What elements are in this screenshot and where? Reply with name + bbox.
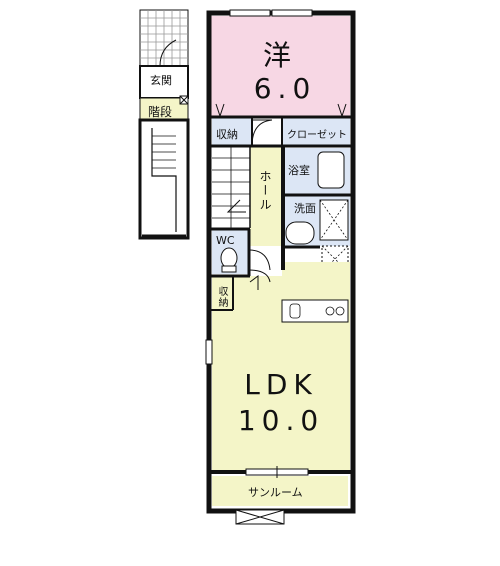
western-room-size: 6.0	[253, 72, 317, 105]
hall-label: ホール	[258, 170, 272, 212]
stairs-label: 階段	[148, 105, 173, 119]
windows	[205, 9, 313, 525]
closet-label: クローゼット	[287, 130, 347, 141]
stair-steps	[152, 135, 176, 169]
sunroom	[212, 476, 348, 506]
wash-basin	[285, 221, 315, 245]
toilet	[220, 247, 238, 269]
closet	[282, 118, 350, 146]
storage-small-label: 収納	[216, 286, 227, 308]
storage-top-label: 収納	[216, 128, 238, 141]
wc-label: WC	[216, 234, 235, 247]
storage-top	[212, 118, 252, 146]
hall	[250, 146, 282, 246]
doors	[215, 103, 347, 290]
western-room-name: 洋	[262, 39, 297, 72]
stairwell	[138, 118, 190, 240]
ldk-name: LDK	[244, 368, 318, 401]
bath-label: 浴室	[288, 164, 310, 177]
inner-stairs	[212, 146, 250, 228]
western-room	[210, 16, 350, 116]
unit	[205, 9, 356, 525]
sunroom-label: サンルーム	[248, 486, 303, 499]
bathtub	[317, 151, 345, 189]
door-swing-entrance	[159, 39, 177, 67]
entrance-label: 玄関	[150, 74, 172, 87]
stair-tower	[138, 9, 190, 240]
ldk-size: 10.0	[237, 404, 325, 437]
washroom-label: 洗面	[294, 202, 316, 215]
